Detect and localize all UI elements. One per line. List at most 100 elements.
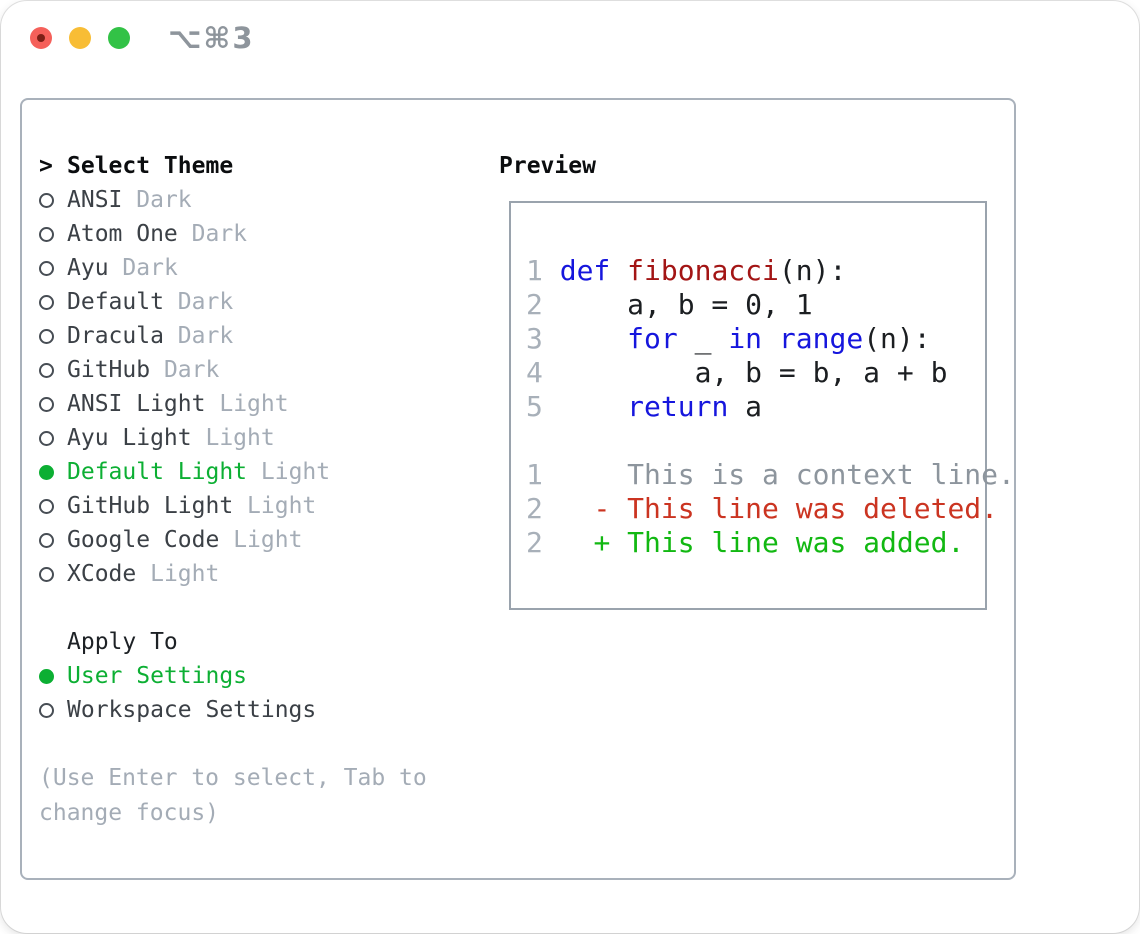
titlebar: ⌥⌘3: [1, 1, 1139, 75]
code-token: range: [778, 322, 864, 355]
option-variant-label: Dark: [122, 255, 178, 281]
diff-line: 2 - This line was deleted.: [526, 492, 1015, 526]
line-number: 1: [526, 458, 543, 491]
theme-option[interactable]: Ayu Dark: [39, 251, 469, 285]
code-token: (n):: [863, 322, 931, 355]
option-variant-label: Light: [260, 459, 331, 485]
radio-unselected-icon: [39, 227, 54, 242]
help-text: (Use Enter to select, Tab to change focu…: [39, 765, 427, 826]
code-token: for: [627, 322, 678, 355]
theme-option[interactable]: GitHub Dark: [39, 353, 469, 387]
diff-marker: -: [593, 492, 611, 525]
code-line: 4 a, b = b, a + b: [526, 356, 1015, 390]
line-number: 1: [526, 254, 543, 287]
option-label: XCode: [67, 561, 137, 587]
zoom-button[interactable]: [108, 27, 130, 49]
theme-picker-header: > Select Theme: [39, 149, 469, 183]
option-variant-label: Dark: [136, 187, 192, 213]
option-label: Google Code: [67, 527, 220, 553]
radio-unselected-icon: [39, 703, 54, 718]
code-token: (n):: [778, 254, 847, 287]
option-label: Default: [67, 289, 164, 315]
code-token: return: [627, 390, 729, 423]
theme-option[interactable]: ANSI Light Light: [39, 387, 469, 421]
option-label: User Settings: [67, 663, 248, 689]
diff-line: 1 This is a context line.: [526, 458, 1015, 492]
diff-text: This line was deleted.: [627, 492, 999, 525]
apply-to-option[interactable]: Workspace Settings: [39, 693, 469, 727]
radio-selected-icon: [39, 465, 54, 480]
code-token: in: [728, 322, 763, 355]
option-label: Dracula: [67, 323, 164, 349]
theme-option[interactable]: Atom One Dark: [39, 217, 469, 251]
apply-to-title: Apply To: [67, 629, 178, 655]
option-variant-label: Dark: [177, 289, 234, 315]
code-line: 3 for _ in range(n):: [526, 322, 1015, 356]
theme-picker-title: Select Theme: [67, 153, 234, 179]
code-line: 2 a, b = 0, 1: [526, 288, 1015, 322]
code-token: a, b = b, a + b: [559, 356, 948, 389]
option-label: Default Light: [67, 459, 248, 485]
line-number: 3: [526, 322, 543, 355]
code-token: def: [559, 254, 611, 287]
theme-option[interactable]: GitHub Light Light: [39, 489, 469, 523]
keyboard-shortcut-label: ⌥⌘3: [168, 21, 255, 55]
radio-unselected-icon: [39, 431, 54, 446]
diff-line: 2 + This line was added.: [526, 526, 1015, 560]
blank-line: [526, 424, 1015, 458]
radio-unselected-icon: [39, 261, 54, 276]
spacer: [39, 591, 469, 625]
line-number: 2: [526, 288, 543, 321]
option-label: GitHub: [67, 357, 151, 383]
theme-option[interactable]: ANSI Dark: [39, 183, 469, 217]
diff-block: 1 This is a context line.2 - This line w…: [526, 458, 1015, 560]
code-token: a, b = 0, 1: [559, 288, 813, 321]
code-token: a: [728, 390, 763, 423]
radio-unselected-icon: [39, 533, 54, 548]
minimize-button[interactable]: [69, 27, 91, 49]
preview-title: Preview: [499, 153, 596, 179]
radio-unselected-icon: [39, 499, 54, 514]
close-button[interactable]: [30, 27, 52, 49]
option-label: ANSI Light: [67, 391, 206, 417]
option-label: ANSI: [67, 187, 123, 213]
code-line: 1 def fibonacci(n):: [526, 254, 1015, 288]
cursor-icon: >: [39, 153, 53, 179]
line-number: 2: [526, 526, 543, 559]
option-variant-label: Dark: [163, 357, 220, 383]
radio-unselected-icon: [39, 329, 54, 344]
theme-option[interactable]: Default Light Light: [39, 455, 469, 489]
diff-text: This line was added.: [627, 526, 965, 559]
apply-to-option[interactable]: User Settings: [39, 659, 469, 693]
radio-unselected-icon: [39, 193, 54, 208]
option-variant-label: Light: [233, 527, 303, 553]
theme-option[interactable]: XCode Light: [39, 557, 469, 591]
radio-selected-icon: [39, 669, 54, 684]
option-variant-label: Light: [205, 425, 275, 451]
code-line: 5 return a: [526, 390, 1015, 424]
apply-to-header: Apply To: [39, 625, 469, 659]
option-variant-label: Dark: [177, 323, 234, 349]
code-token: fibonacci: [627, 254, 779, 287]
line-number: 5: [526, 390, 543, 423]
theme-option[interactable]: Dracula Dark: [39, 319, 469, 353]
radio-unselected-icon: [39, 363, 54, 378]
radio-unselected-icon: [39, 397, 54, 412]
option-variant-label: Light: [150, 561, 220, 587]
unsaved-dot-icon: [37, 34, 45, 42]
theme-option[interactable]: Default Dark: [39, 285, 469, 319]
option-variant-label: Light: [219, 391, 289, 417]
theme-option[interactable]: Ayu Light Light: [39, 421, 469, 455]
line-number: 2: [526, 492, 543, 525]
code-token: [560, 390, 627, 423]
spacer: [39, 727, 469, 761]
radio-unselected-icon: [39, 295, 54, 310]
theme-option[interactable]: Google Code Light: [39, 523, 469, 557]
radio-unselected-icon: [39, 567, 54, 582]
option-variant-label: Light: [247, 493, 317, 519]
